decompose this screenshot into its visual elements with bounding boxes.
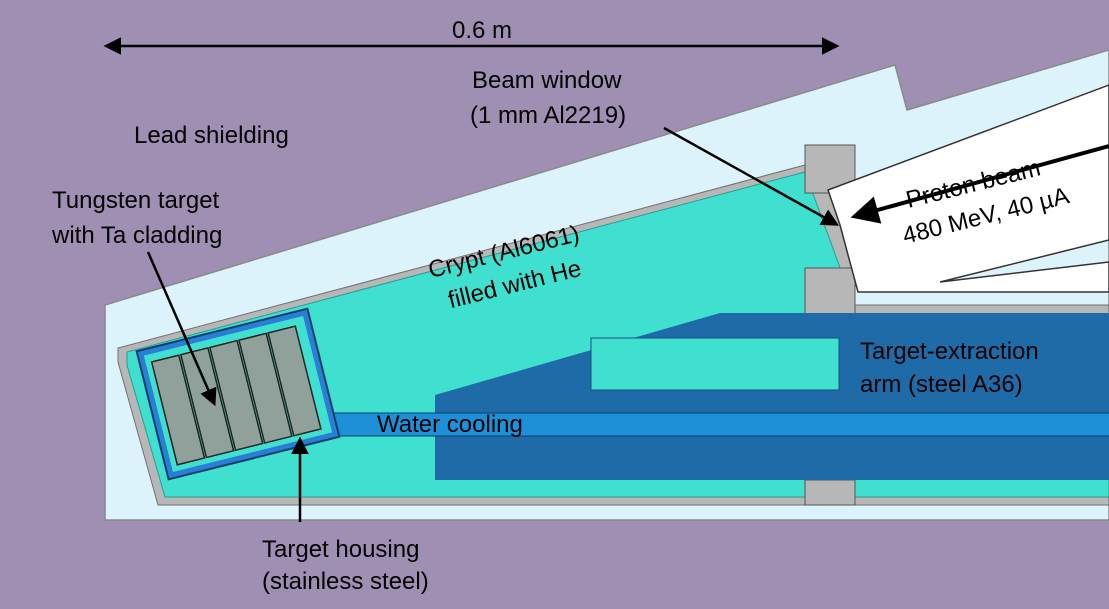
target-plate-5: [267, 325, 322, 437]
scale-label: 0.6 m: [452, 17, 512, 44]
beam-pipe: [827, 84, 1109, 293]
label-housing-line2: (stainless steel): [262, 568, 429, 595]
pointer-tungsten: [146, 251, 217, 407]
lower-flange: [804, 479, 856, 506]
arm-cutout: [590, 337, 840, 391]
label-extraction-line1: Target-extraction: [860, 338, 1039, 365]
target-housing: [135, 307, 341, 481]
target-plate-4: [238, 332, 293, 444]
label-beam-window-line1: Beam window: [472, 67, 622, 94]
target-plate-3: [208, 339, 264, 452]
label-lead-shielding: Lead shielding: [134, 122, 289, 149]
proton-beam-arrow: [850, 144, 1109, 224]
label-water-cooling: Water cooling: [377, 411, 523, 438]
label-beam-window-line2: (1 mm Al2219): [470, 102, 626, 129]
label-tungsten-line2: with Ta cladding: [51, 222, 222, 249]
label-extraction-line2: arm (steel A36): [860, 371, 1023, 398]
water-cooling-channel: [320, 413, 1109, 436]
label-housing-line1: Target housing: [262, 536, 419, 563]
target-plate-1: [150, 354, 206, 466]
window-flange-bottom: [804, 267, 856, 317]
pointer-beam-window: [663, 126, 840, 226]
label-tungsten-line1: Tungsten target: [52, 187, 220, 214]
